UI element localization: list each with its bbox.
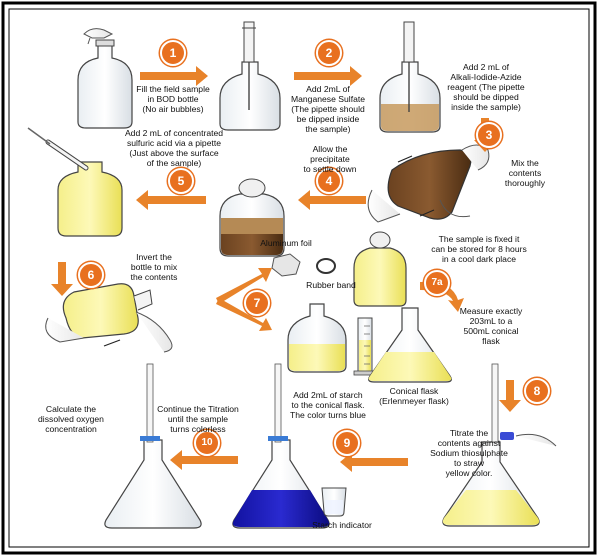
graduated-cylinder xyxy=(354,318,376,375)
badge-step-5: 5 xyxy=(168,168,194,194)
sample-bottle-step7 xyxy=(288,304,346,372)
step-3b-text: Mix the contents thoroughly xyxy=(490,158,560,188)
rubber-band-label: Rubber band xyxy=(296,280,366,290)
step-5-text: Add 2 mL of concentrated sulfuric acid v… xyxy=(108,128,240,168)
bod-bottle-stored xyxy=(354,232,406,306)
step-10-text: Continue the Titration until the sample … xyxy=(146,404,250,434)
arrow-step5 xyxy=(136,190,206,210)
badge-step-7: 7 xyxy=(244,290,270,316)
aluminum-foil-label: Aluminum foil xyxy=(246,238,326,248)
step-2-text: Add 2mL of Manganese Sulfate (The pipett… xyxy=(284,84,372,134)
step-6-text: Invert the bottle to mix the contents xyxy=(112,252,196,282)
step-7a-text: Measure exactly 203mL to a 500mL conical… xyxy=(448,306,534,346)
step-4-text: Allow the precipitate to settle down xyxy=(290,144,370,174)
aluminum-foil-icon xyxy=(272,254,300,276)
flask-blue xyxy=(233,364,329,528)
arrow-step2 xyxy=(294,66,362,86)
badge-step-9: 9 xyxy=(334,430,360,456)
starch-beaker xyxy=(322,488,346,516)
arrow-step6 xyxy=(51,262,73,296)
arrow-step1 xyxy=(140,66,208,86)
step-9-text: Add 2mL of starch to the conical flask. … xyxy=(276,390,380,420)
bod-bottle-step2 xyxy=(220,22,280,130)
bod-bottle-step3 xyxy=(380,22,440,132)
bod-bottle-mixing xyxy=(368,145,489,222)
flask-colorless xyxy=(105,364,201,528)
badge-step-8: 8 xyxy=(524,378,550,404)
step-3-text: Add 2 mL of Alkali-Iodide-Azide reagent … xyxy=(440,62,532,112)
conical-flask xyxy=(369,308,452,382)
badge-step-6: 6 xyxy=(78,262,104,288)
step-7-text: The sample is fixed it can be stored for… xyxy=(414,234,544,264)
conical-flask-label: Conical flask (Erlenmeyer flask) xyxy=(366,386,462,406)
step-11-text: Calculate the dissolved oxygen concentra… xyxy=(26,404,116,434)
arrow-step8 xyxy=(499,380,521,412)
inverted-bottle-step6 xyxy=(46,284,172,352)
badge-step-2: 2 xyxy=(316,40,342,66)
step-8-text: Titrate the contents against Sodium thio… xyxy=(420,428,518,478)
starch-indicator-label: Starch indicator xyxy=(302,520,382,530)
badge-step-1: 1 xyxy=(160,40,186,66)
bod-bottle-step1 xyxy=(78,29,132,128)
step-1-text: Fill the field sample in BOD bottle (No … xyxy=(128,84,218,114)
badge-step-3: 3 xyxy=(476,122,502,148)
badge-step-7a: 7a xyxy=(424,270,450,296)
rubber-band-icon xyxy=(317,259,335,273)
